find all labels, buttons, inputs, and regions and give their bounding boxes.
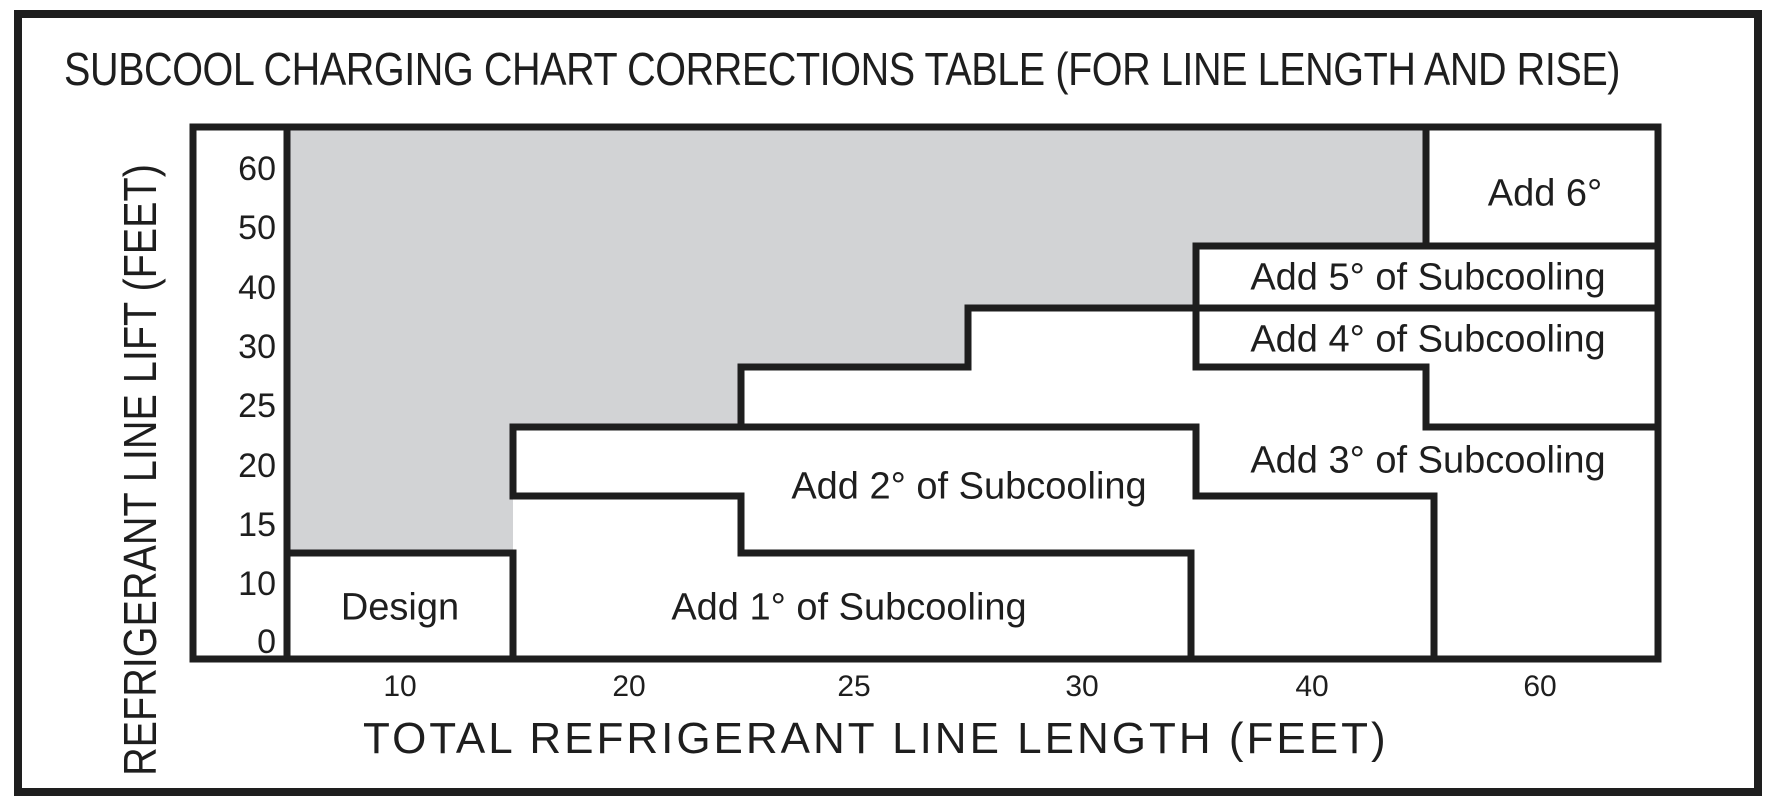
zone-label-add6: Add 6° (1487, 172, 1603, 215)
add1-zone-boundary (509, 492, 1195, 663)
zone-label-add2: Add 2° of Subcooling (791, 465, 1147, 508)
zone-label-add3: Add 3° of Subcooling (1250, 439, 1606, 482)
zone-label-add4: Add 4° of Subcooling (1250, 318, 1606, 361)
add4-inner-boundary (1192, 304, 1662, 431)
x-tick-20: 20 (612, 670, 646, 703)
add2-zone-boundary (509, 423, 745, 500)
y-tick-60: 60 (238, 150, 276, 188)
table-border (189, 123, 1662, 663)
zone-label-add5: Add 5° of Subcooling (1250, 256, 1606, 299)
chart-title: SUBCOOL CHARGING CHART CORRECTIONS TABLE… (64, 43, 1621, 95)
x-tick-40: 40 (1295, 670, 1329, 703)
x-tick-30: 30 (1065, 670, 1099, 703)
y-tick-30: 30 (238, 328, 276, 366)
y-tick-40: 40 (238, 269, 276, 307)
unavailable-region (287, 127, 1426, 553)
y-tick-20: 20 (238, 447, 276, 485)
zone-label-design: Design (340, 586, 460, 629)
zone-label-add1: Add 1° of Subcooling (671, 586, 1027, 629)
add3-zone-boundary (737, 423, 1438, 663)
x-axis-label: TOTAL REFRIGERANT LINE LENGTH (FEET) (363, 714, 1389, 763)
add5-upper-boundary (1192, 242, 1662, 312)
y-tick-0: 0 (257, 623, 276, 661)
x-tick-10: 10 (383, 670, 417, 703)
y-tick-10: 10 (238, 565, 276, 603)
x-tick-25: 25 (837, 670, 871, 703)
x-tick-60: 60 (1523, 670, 1557, 703)
y-tick-15: 15 (238, 506, 276, 544)
y-tick-25: 25 (238, 387, 276, 425)
y-tick-50: 50 (238, 209, 276, 247)
design-zone-boundary (283, 549, 517, 663)
